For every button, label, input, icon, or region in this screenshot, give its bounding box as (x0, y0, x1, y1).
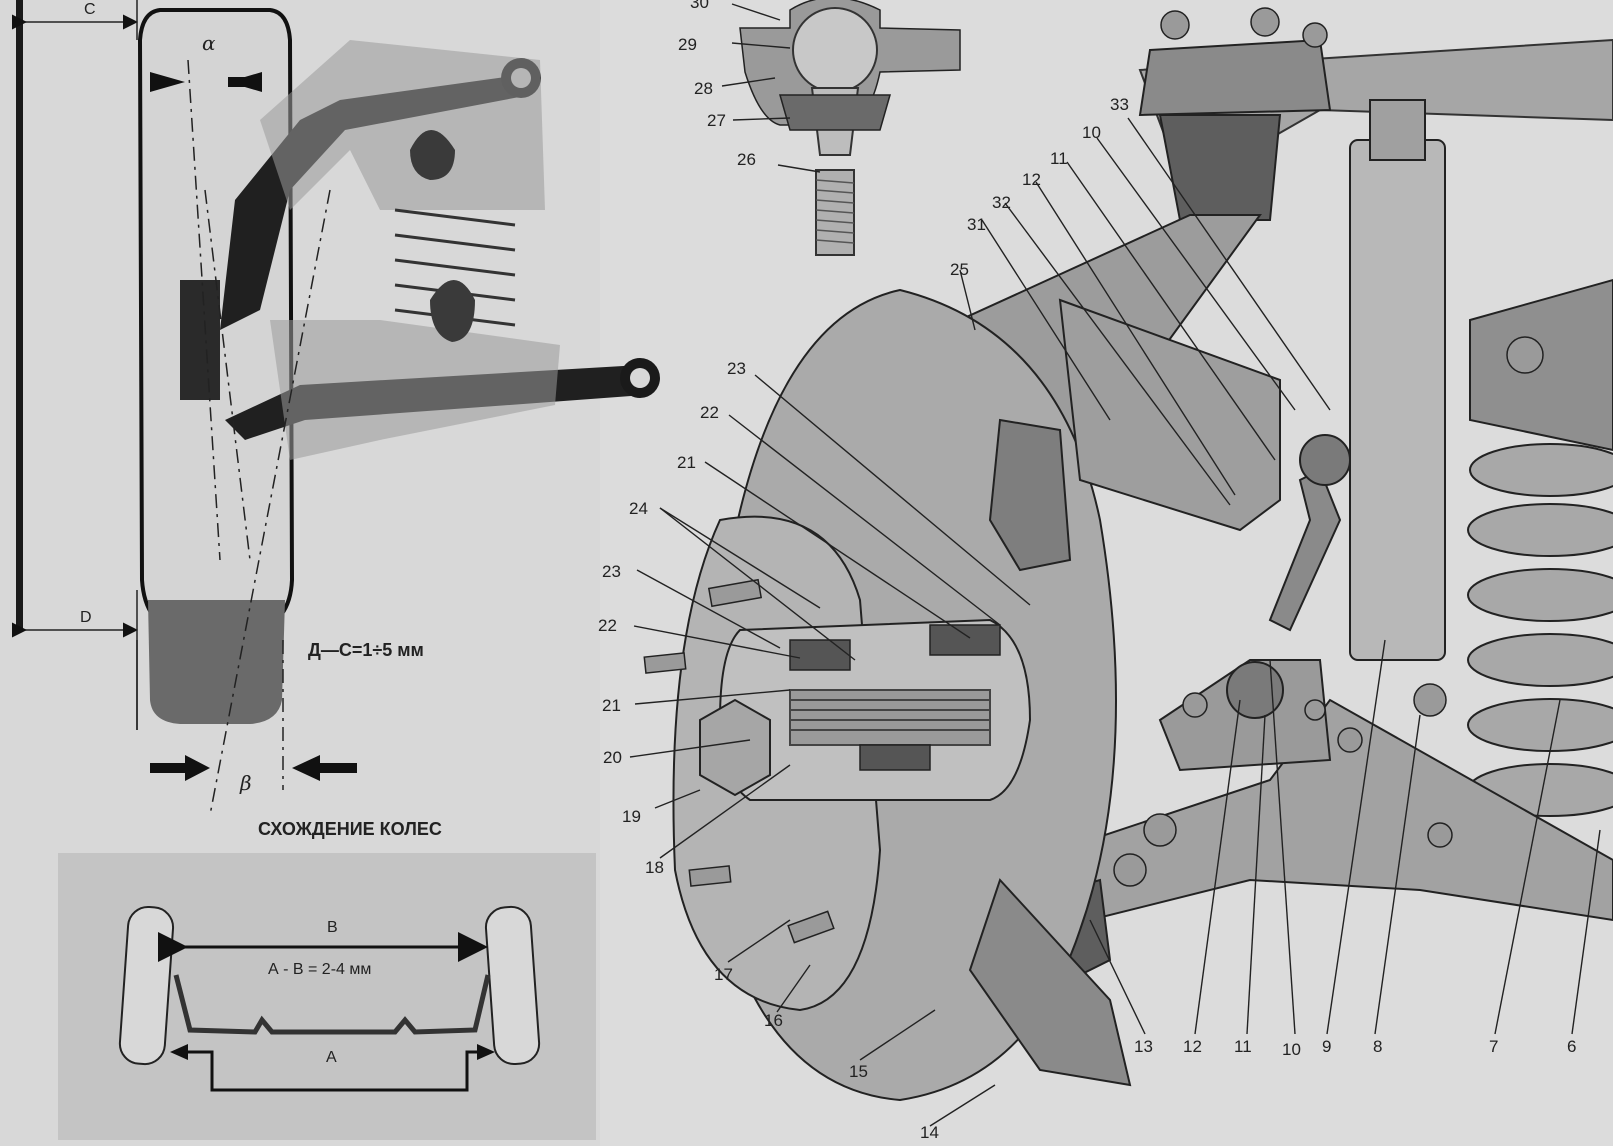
stabilizer-bushing-lower (1226, 661, 1284, 719)
brake-shield (968, 878, 1132, 1087)
ball-stud-head (792, 7, 878, 93)
callout-13: 13 (1134, 1037, 1153, 1056)
callout-6: 6 (1567, 1037, 1576, 1056)
callout-23-mid: 23 (602, 562, 621, 581)
callout-27: 27 (707, 111, 726, 130)
callout-23-top: 23 (727, 359, 746, 378)
main-assembly (643, 7, 1613, 1102)
callout-14: 14 (920, 1123, 939, 1142)
fasteners (1113, 7, 1544, 887)
callout-24: 24 (629, 499, 648, 518)
caliper-body (1058, 298, 1281, 532)
callout-28: 28 (694, 79, 713, 98)
callout-labels: 30 29 28 27 26 33 10 11 12 32 31 25 23 2… (598, 0, 1576, 1142)
callout-11-bottom: 11 (1234, 1037, 1252, 1056)
ball-joint-boot (779, 94, 891, 131)
callout-12-top: 12 (1022, 170, 1041, 189)
callout-11-top: 11 (1050, 149, 1068, 168)
callout-32: 32 (992, 193, 1011, 212)
dim-c-label: C (84, 1, 96, 18)
callout-7: 7 (1489, 1037, 1498, 1056)
leader-lines (629, 3, 1601, 1127)
alpha-label: α (202, 31, 216, 55)
callout-15: 15 (849, 1062, 868, 1081)
kingpin-axis (204, 189, 251, 561)
hub-nut (699, 698, 771, 797)
dim-d-label: D (80, 609, 92, 626)
coil-spring (394, 208, 516, 327)
bump-stop-upper (410, 130, 455, 180)
upper-ball-joint-boot (1158, 114, 1282, 221)
upper-ball-joint-cover (1138, 38, 1332, 117)
callout-20: 20 (603, 748, 622, 767)
toe-in-title: СХОЖДЕНИЕ КОЛЕС (258, 819, 442, 839)
callout-22-mid: 22 (598, 616, 617, 635)
callout-8: 8 (1373, 1037, 1382, 1056)
toe-in-panel: СХОЖДЕНИЕ КОЛЕС В А - В = 2-4 мм А (58, 819, 596, 1140)
callout-9: 9 (1322, 1037, 1331, 1056)
callout-12-bottom: 12 (1183, 1037, 1202, 1056)
wheel-vertical-axis (187, 59, 221, 561)
alpha-arrow-left (150, 72, 185, 92)
beta-label: β (239, 771, 252, 795)
callout-18: 18 (645, 858, 664, 877)
stabilizer-bushing-upper (1299, 434, 1351, 486)
reference-bar (16, 0, 23, 630)
callout-31: 31 (967, 215, 986, 234)
callout-10-bottom: 10 (1282, 1040, 1301, 1059)
callout-19: 19 (622, 807, 641, 826)
callout-22-top: 22 (700, 403, 719, 422)
camber-formula: Д—С=1÷5 мм (308, 640, 424, 660)
upper-arm-ghost (260, 40, 545, 210)
toe-in-formula: А - В = 2-4 мм (268, 961, 371, 978)
hub-block (180, 280, 220, 400)
callout-29: 29 (678, 35, 697, 54)
callout-10-top: 10 (1082, 123, 1101, 142)
spring-cup-bracket (1469, 278, 1613, 452)
dim-b-label: В (327, 919, 338, 936)
callout-26: 26 (737, 150, 756, 169)
tyre-contact-patch (148, 600, 285, 724)
wheel-bearings (789, 624, 1001, 771)
bump-stop-lower (430, 280, 475, 342)
callout-30: 30 (690, 0, 709, 12)
dim-a-line (178, 1050, 485, 1092)
main-coil-spring (1467, 443, 1613, 817)
callout-21-top: 21 (677, 453, 696, 472)
ball-joint (739, 0, 961, 256)
castor-axis (209, 189, 331, 816)
brake-caliper (988, 418, 1072, 572)
callout-16: 16 (764, 1011, 783, 1030)
beta-arrow-left (185, 755, 210, 781)
spindle (789, 689, 991, 746)
axle-beam (173, 974, 491, 1035)
dim-a-label: А (326, 1049, 337, 1066)
beta-arrow-right (292, 755, 320, 781)
callout-33: 33 (1110, 95, 1129, 114)
left-wheel (118, 906, 175, 1066)
callout-17: 17 (714, 965, 733, 984)
lower-arm-ghost (270, 320, 560, 460)
shock-absorber-rod (1369, 99, 1426, 161)
wheel-studs (643, 578, 835, 944)
callout-25: 25 (950, 260, 969, 279)
shock-absorber-body (1349, 139, 1446, 661)
right-wheel (484, 905, 541, 1065)
callout-21-mid: 21 (602, 696, 621, 715)
